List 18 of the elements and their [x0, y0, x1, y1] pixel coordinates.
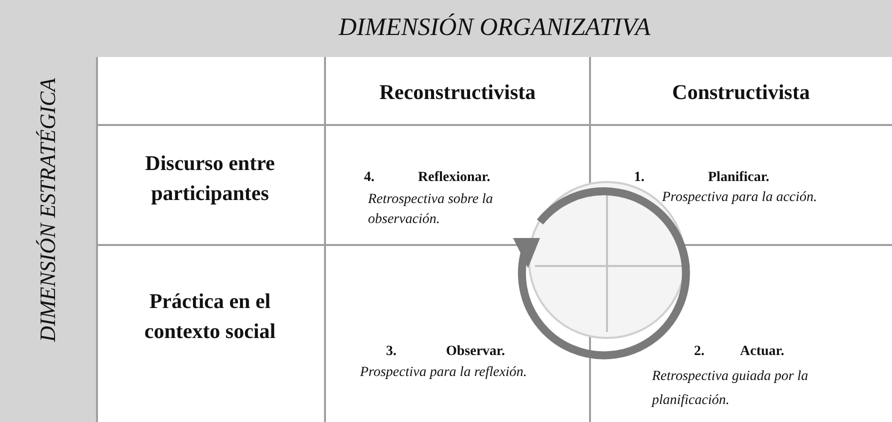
step-number: 3. — [386, 344, 396, 360]
step-number: 4. — [364, 170, 374, 186]
table-title: DIMENSIÓN ORGANIZATIVA — [337, 14, 652, 42]
step-description: Prospectiva para la acción. — [662, 190, 818, 206]
row-header: Discurso entre participantes — [144, 150, 276, 207]
step-number: 2. — [694, 344, 704, 360]
column-header: Reconstructivista — [378, 80, 537, 105]
step-title: Reflexionar. — [418, 170, 490, 186]
step-description: Prospectiva para la reflexión. — [360, 365, 527, 381]
step-title: Observar. — [446, 344, 505, 360]
column-header: Constructivista — [671, 80, 811, 105]
step-description: Retrospectiva guiada por la planificación. — [652, 368, 810, 410]
step-title: Planificar. — [708, 170, 770, 186]
axis-title: DIMENSIÓN ESTRATÉGICA — [35, 78, 61, 342]
step-title: Actuar. — [740, 344, 784, 360]
row-header: Práctica en el contexto social — [143, 288, 277, 345]
step-description: Retrospectiva sobre la observación. — [368, 191, 494, 229]
step-number: 1. — [634, 170, 644, 186]
